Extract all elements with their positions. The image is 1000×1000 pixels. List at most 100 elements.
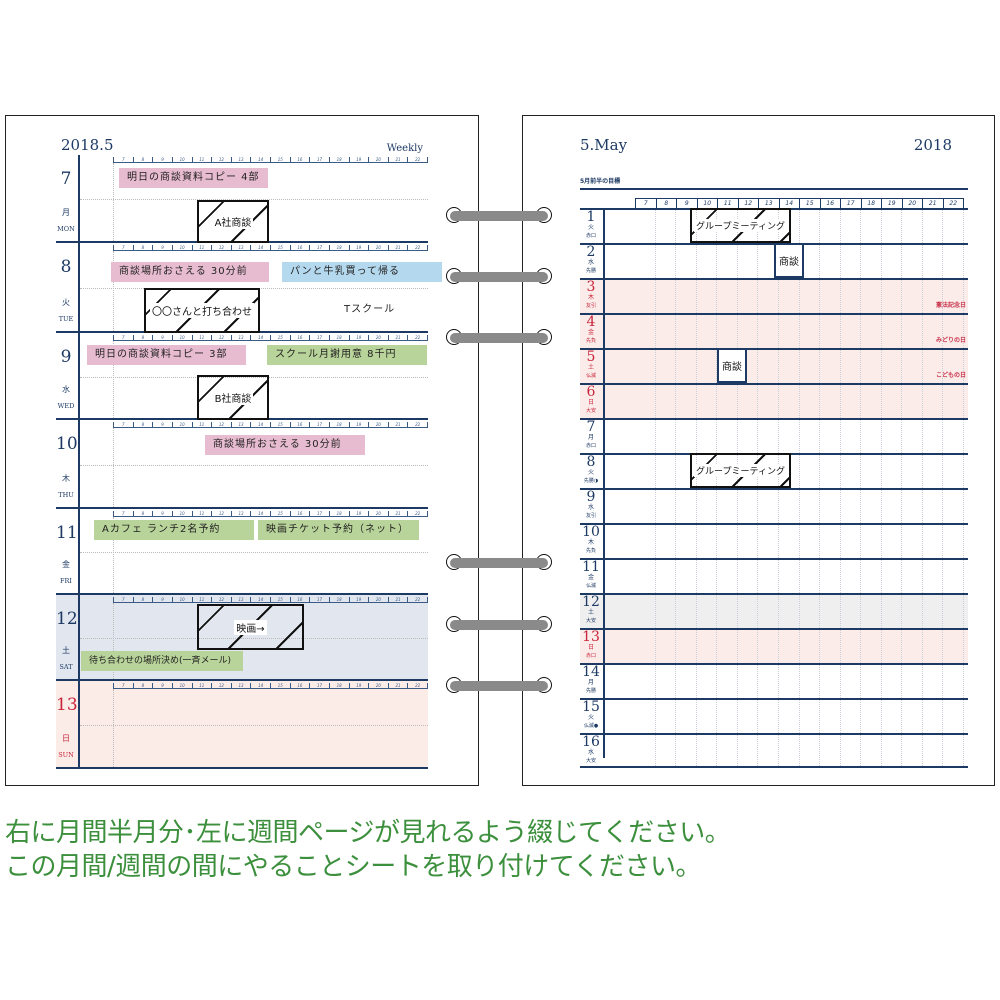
hour-tick: 15 — [800, 199, 821, 208]
hour-grid — [635, 525, 964, 558]
day-rokuyo: 先負 — [585, 338, 596, 344]
hour-grid — [635, 385, 964, 418]
note-sat-meetup[interactable]: 待ち合わせの場所決め(一斉メール) — [81, 651, 243, 671]
ring-bar — [450, 558, 548, 568]
day-number: 9 — [60, 347, 72, 367]
note-tue-place[interactable]: 商談場所おさえる 30分前 — [111, 262, 269, 282]
hour-tick: 16 — [291, 157, 311, 162]
event-mon-meeting[interactable]: A社商談 — [197, 200, 269, 243]
day-weekday: 土 — [587, 364, 594, 371]
day-weekday: 月 — [587, 679, 594, 686]
event-mon-meeting-label: A社商談 — [212, 214, 254, 229]
instruction-line-2: この月間/週間の間にやることシートを取り付けてください。 — [5, 852, 701, 882]
hour-tick: 16 — [291, 683, 311, 688]
hour-tick: 19 — [350, 683, 370, 688]
divider — [113, 428, 114, 507]
hour-grid — [635, 630, 964, 663]
hour-tick: 10 — [173, 335, 193, 340]
hour-tick: 22 — [949, 200, 958, 207]
event-sat-movie-label: 映画→ — [234, 619, 267, 635]
hour-tick: 12 — [739, 199, 759, 208]
note-fri-cafe[interactable]: Aカフェ ランチ2名予約 — [94, 520, 254, 540]
hour-tick: 21 — [389, 422, 409, 427]
hour-tick: 18 — [330, 157, 350, 162]
event-sat-movie[interactable]: 映画→ — [197, 604, 304, 650]
hour-grid — [635, 210, 964, 243]
day-number: 13 — [56, 695, 78, 715]
hour-tick: 20 — [369, 511, 389, 516]
day-weekday-jp: 水 — [62, 385, 70, 394]
event-group-meeting-8[interactable]: グループミーティング — [690, 453, 791, 488]
event-tue-meeting-label: 〇〇さんと打ち合わせ — [150, 303, 254, 318]
day-weekday-en: WED — [57, 402, 75, 410]
monthly-date-column-rule — [603, 208, 605, 758]
day-weekday: 火 — [587, 224, 594, 231]
day-weekday: 金 — [587, 329, 594, 336]
event-sales-5[interactable]: 商談 — [717, 348, 747, 383]
day-number: 11 — [582, 559, 600, 575]
hour-tick: 19 — [350, 245, 370, 250]
event-group-meeting-1[interactable]: グループミーティング — [690, 208, 791, 243]
hour-tick: 19 — [350, 422, 370, 427]
note-wed-copy[interactable]: 明日の商談資料コピー 3部 — [87, 345, 246, 365]
hour-tick: 22 — [415, 597, 421, 602]
hour-grid — [635, 420, 964, 453]
ring-bar — [450, 333, 548, 343]
divider — [113, 251, 114, 331]
note-fri-ticket[interactable]: 映画チケット予約（ネット） — [258, 520, 419, 540]
event-tue-meeting[interactable]: 〇〇さんと打ち合わせ — [144, 288, 260, 333]
day-weekday-en: SUN — [58, 751, 74, 759]
hour-tick: 21 — [389, 511, 409, 516]
day-weekday-en: THU — [58, 491, 74, 499]
hour-tick: 11 — [193, 597, 213, 602]
note-tue-shopping[interactable]: パンと牛乳買って帰る — [282, 262, 442, 282]
day-rokuyo: 仏滅 — [585, 373, 596, 379]
hour-tick: 13 — [232, 245, 252, 250]
hour-tick: 13 — [232, 597, 252, 602]
event-wed-meeting[interactable]: B社商談 — [197, 375, 269, 420]
hour-tick: 18 — [330, 422, 350, 427]
hour-tick: 7 — [114, 157, 134, 162]
hour-grid — [635, 280, 964, 313]
hour-tick: 18 — [330, 335, 350, 340]
divider — [113, 603, 114, 679]
day-weekday: 月 — [587, 434, 594, 441]
note-mon-copy[interactable]: 明日の商談資料コピー 4部 — [119, 168, 268, 188]
hour-tick: 18 — [862, 199, 882, 208]
note-tue-school[interactable]: Tスクール — [344, 304, 396, 315]
hour-tick: 10 — [173, 157, 193, 162]
day-number: 6 — [586, 384, 596, 400]
event-sales-2[interactable]: 商談 — [774, 243, 804, 278]
day-number: 16 — [582, 734, 600, 750]
note-thu-place[interactable]: 商談場所おさえる 30分前 — [205, 435, 365, 455]
note-wed-fee[interactable]: スクール月謝用意 8千円 — [267, 345, 427, 365]
binder-ring — [446, 554, 552, 570]
hour-tick: 8 — [134, 245, 154, 250]
hour-tick: 17 — [310, 245, 330, 250]
hour-tick: 11 — [193, 157, 213, 162]
hour-tick: 17 — [310, 335, 330, 340]
hour-grid — [635, 455, 964, 488]
hour-tick: 17 — [310, 597, 330, 602]
divider — [80, 725, 428, 726]
day-number: 12 — [56, 609, 78, 629]
